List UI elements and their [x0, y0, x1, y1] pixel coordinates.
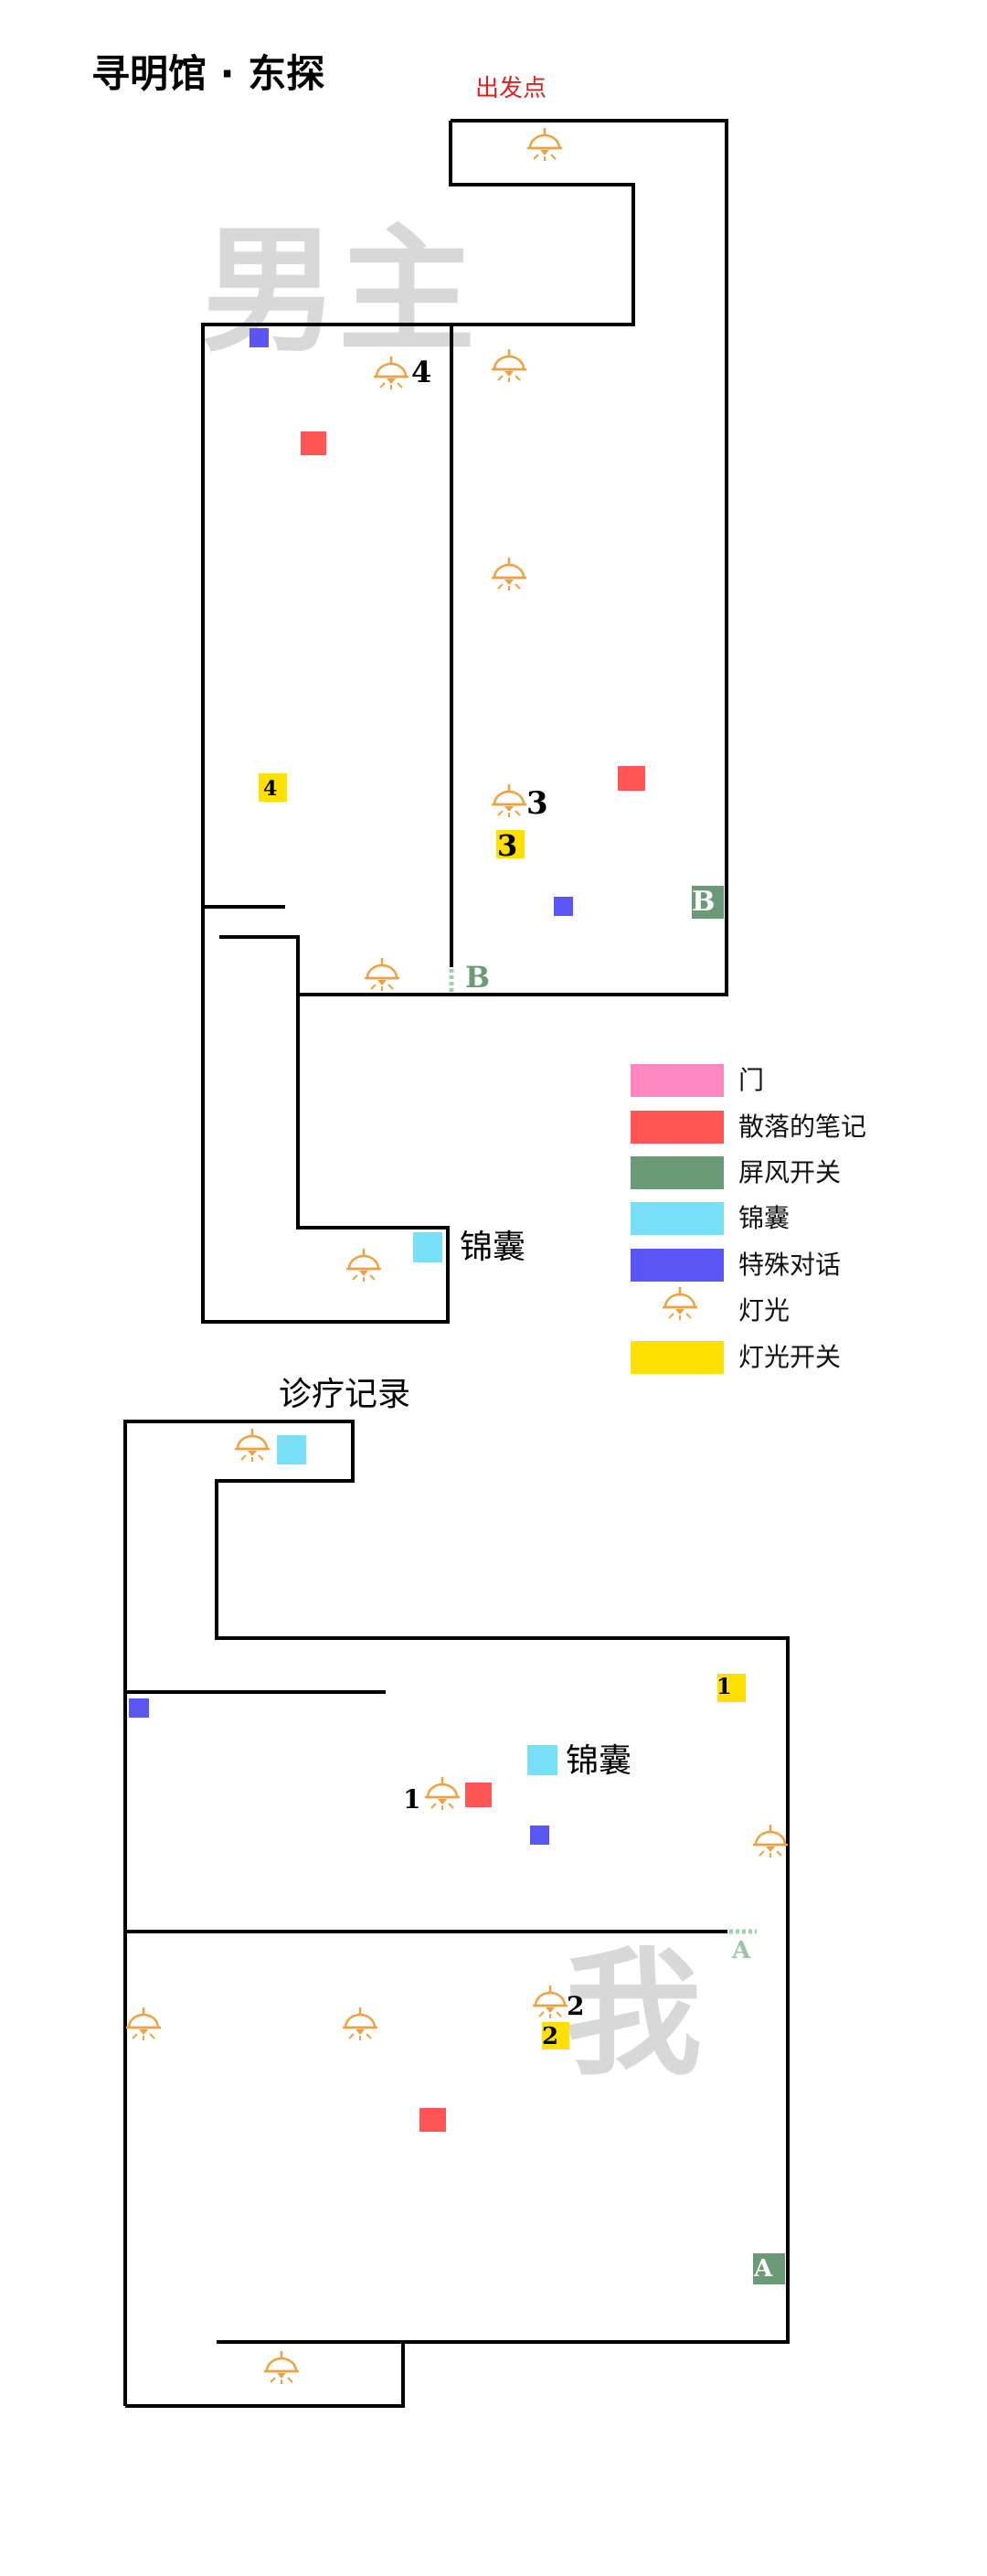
lamp-icon — [525, 126, 564, 163]
upper-walls — [201, 119, 728, 1324]
legend-label-pouch: 锦囊 — [738, 1203, 791, 1233]
light-switch-marker — [259, 773, 287, 802]
legend-label-special-dialog: 特殊对话 — [738, 1250, 842, 1280]
screen-switch-label-a: A — [753, 2255, 773, 2283]
lamp-number-3: 3 — [526, 785, 548, 822]
legend-swatch-light-switch — [631, 1341, 724, 1374]
lamp-icon — [363, 956, 401, 993]
legend-swatch-pouch — [631, 1202, 724, 1235]
screen-switch-marker — [753, 2253, 785, 2284]
legend-label-light-switch: 灯光开关 — [738, 1342, 842, 1372]
special-dialog-marker — [249, 328, 269, 347]
legend-swatch-door — [631, 1064, 724, 1097]
legend-swatch-note — [631, 1111, 724, 1144]
lamp-icon — [345, 1247, 383, 1283]
light-switch-marker — [542, 2022, 569, 2049]
lamp-icon — [262, 2349, 301, 2386]
legend-label-note: 散落的笔记 — [738, 1112, 867, 1142]
lamp-number-1: 1 — [403, 1784, 420, 1815]
screen-switch-marker — [692, 886, 724, 919]
start-point-label: 出发点 — [475, 75, 547, 102]
lamp-icon — [423, 1775, 462, 1812]
lamp-icon — [490, 782, 528, 819]
door-b-label: B — [465, 960, 490, 995]
lower-walls — [123, 1420, 790, 2408]
legend-swatch-special-dialog — [631, 1249, 724, 1282]
note-marker — [419, 2108, 446, 2132]
medical-record-label: 诊疗记录 — [279, 1376, 411, 1413]
page-title: 寻明馆 · 东探 — [91, 51, 325, 96]
special-dialog-marker — [554, 897, 573, 916]
watermark-lower: 我 — [565, 1935, 702, 2094]
lamp-number-4: 4 — [411, 355, 431, 389]
door-a-label: A — [731, 1937, 751, 1964]
lamp-number-2: 2 — [567, 1991, 584, 2021]
special-dialog-marker — [129, 1698, 149, 1718]
note-marker — [618, 766, 645, 791]
legend-label-screen-switch: 屏风开关 — [738, 1157, 842, 1187]
lamp-icon — [531, 1984, 569, 2020]
light-switch-number-2: 2 — [542, 2023, 558, 2050]
light-switch-number-3: 3 — [497, 828, 517, 863]
pouch-marker — [277, 1435, 306, 1464]
lamp-icon — [341, 2006, 379, 2042]
screen-switch-label-b: B — [692, 886, 715, 918]
legend-lamp-icon — [661, 1285, 699, 1322]
pouch-marker — [527, 1745, 557, 1775]
lamp-icon — [490, 556, 528, 592]
lamp-icon — [490, 347, 528, 384]
note-marker — [301, 431, 326, 455]
lamp-icon — [233, 1427, 271, 1464]
watermark-upper: 男主 — [201, 212, 475, 371]
special-dialog-marker — [530, 1826, 549, 1845]
lamp-icon — [124, 2006, 163, 2042]
pouch-label-upper: 锦囊 — [460, 1229, 525, 1266]
note-marker — [465, 1783, 492, 1807]
light-switch-marker — [717, 1674, 746, 1702]
pouch-marker — [413, 1232, 442, 1262]
lamp-icon — [751, 1823, 790, 1859]
legend-label-door: 门 — [738, 1065, 765, 1095]
light-switch-number-4: 4 — [263, 777, 277, 801]
light-switch-marker — [496, 830, 525, 858]
pouch-label-lower: 锦囊 — [566, 1742, 631, 1780]
light-switch-number-1: 1 — [716, 1673, 732, 1699]
legend-label-lamp: 灯光 — [738, 1295, 791, 1325]
legend-swatch-screen-switch — [631, 1156, 724, 1189]
legend — [631, 1064, 724, 1374]
